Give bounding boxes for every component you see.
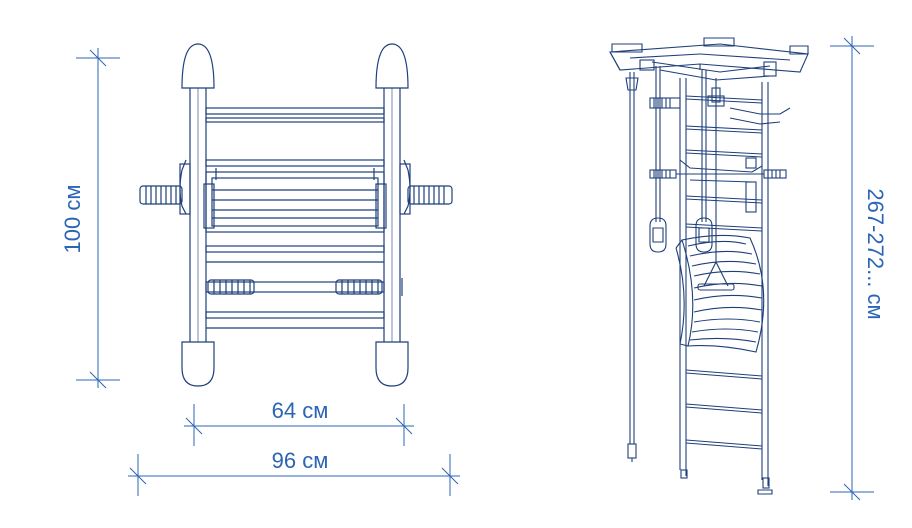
lower-rungs	[205, 311, 385, 329]
ceiling-mount	[609, 37, 809, 81]
ab-bench	[675, 234, 765, 353]
left-handle	[139, 185, 183, 205]
middle-bar-bracket	[649, 157, 787, 213]
dim-label-inner-width: 64 см	[272, 398, 329, 423]
rings	[649, 66, 721, 262]
right-handle	[407, 185, 453, 205]
dim-label-height-front: 100 см	[60, 185, 85, 254]
side-mounts	[179, 159, 411, 215]
front-view	[139, 43, 453, 387]
dim-inner-width	[184, 404, 414, 446]
perspective-view	[609, 37, 809, 495]
right-post	[375, 43, 409, 387]
bar-bracket	[203, 168, 387, 233]
dim-outer-width	[128, 454, 460, 496]
dim-label-outer-width: 96 см	[272, 448, 329, 473]
upper-rungs	[205, 107, 385, 167]
middle-rungs	[205, 245, 385, 263]
grip-bar	[205, 278, 403, 296]
dim-label-height-total: 267-272... см	[863, 188, 888, 319]
dim-height-front	[76, 48, 120, 389]
left-post	[181, 43, 215, 387]
dim-height-total	[830, 36, 874, 501]
climbing-rope	[625, 72, 639, 462]
trapeze-handle	[697, 261, 735, 291]
uprights	[679, 78, 773, 495]
